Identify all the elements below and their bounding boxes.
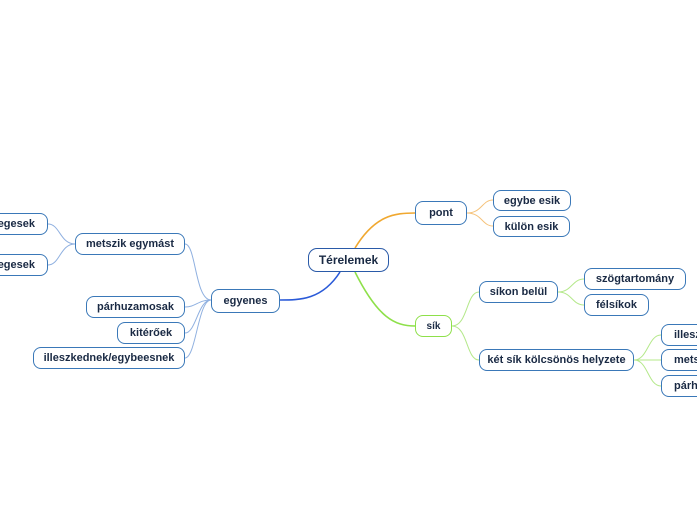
connector-metszik-egesek2	[47, 243, 76, 266]
node-kiteroek[interactable]: kitérőek	[117, 322, 185, 344]
connector-root-sik	[354, 271, 416, 327]
connector-sik-ketsik	[451, 325, 480, 361]
node-egesek-1[interactable]: egesek	[0, 213, 48, 235]
node-illeszkednek[interactable]: illeszkednek/egybeesnek	[33, 347, 185, 369]
node-sik[interactable]: sík	[415, 315, 452, 337]
node-pont[interactable]: pont	[415, 201, 467, 225]
node-parh[interactable]: párh	[661, 375, 697, 397]
connector-egyenes-illeszkednek	[184, 299, 212, 359]
node-szogtartomany[interactable]: szögtartomány	[584, 268, 686, 290]
node-mets[interactable]: mets	[661, 349, 697, 371]
node-sikon-belul[interactable]: síkon belül	[479, 281, 558, 303]
connector-pont-kulon	[466, 212, 494, 227]
connector-pont-egybe	[466, 199, 494, 214]
node-metszik-egymast[interactable]: metszik egymást	[75, 233, 185, 255]
node-illesz[interactable]: illesz	[661, 324, 697, 346]
connector-ketsik-illesz	[633, 334, 662, 361]
node-ket-sik[interactable]: két sík kölcsönös helyzete	[479, 349, 634, 371]
connector-root-pont	[354, 212, 416, 249]
connector-sikonbelul-felsik	[557, 291, 585, 306]
root-node[interactable]: Térelemek	[308, 248, 389, 272]
node-egyenes[interactable]: egyenes	[211, 289, 280, 313]
node-kulon-esik[interactable]: külön esik	[493, 216, 570, 237]
node-parhuzamosak[interactable]: párhuzamosak	[86, 296, 185, 318]
connector-metszik-egesek1	[47, 223, 76, 245]
node-egybe-esik[interactable]: egybe esik	[493, 190, 571, 211]
node-felsikok[interactable]: félsíkok	[584, 294, 649, 316]
connector-root-egyenes	[279, 271, 341, 301]
connector-sikonbelul-szog	[557, 278, 585, 293]
connector-ketsik-parh	[633, 359, 662, 387]
node-egesek-2[interactable]: egesek	[0, 254, 48, 276]
connector-sik-sikonbelul	[451, 291, 480, 327]
connector-egyenes-metszik	[184, 243, 212, 301]
